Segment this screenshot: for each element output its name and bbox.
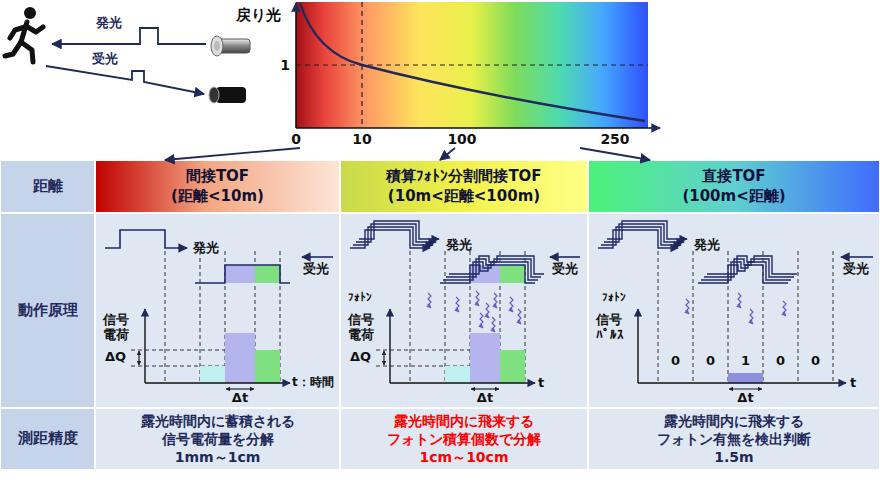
cell-text: 1cm～10cm — [420, 448, 509, 466]
diagram-label: 戻り光 — [236, 6, 281, 24]
diagram-label: ΔQ — [105, 349, 126, 365]
diagram-label: Δt — [477, 390, 493, 406]
photon-squiggle — [476, 291, 479, 306]
return-light-chart: 戻り光1010100250 — [232, 0, 660, 148]
photon-squiggle — [510, 297, 513, 312]
cell-text: 直接TOF — [702, 167, 765, 187]
diagram-label: 0 — [291, 131, 301, 148]
diagram-label: 発光 — [694, 237, 720, 253]
runner-figure — [5, 7, 43, 62]
diagram-label: t：時間 — [292, 375, 334, 389]
column-header: 積算ﾌｫﾄﾝ分割間接TOF(10m<距離<100m) — [340, 160, 588, 213]
principle-cell: 発光受光 ﾌｫﾄﾝ 信号 電荷 ΔQ Δt t — [340, 213, 588, 408]
column-header: 直接TOF(100m<距離) — [588, 160, 880, 213]
precision-cell: 露光時間内に飛来するフォトン積算個数で分解1cm～10cm — [340, 408, 588, 470]
diagram-label: t — [850, 375, 856, 391]
diagram-label: 0 — [671, 353, 680, 369]
cell-text: 露光時間内に蓄積される — [141, 412, 295, 430]
camera-icon — [209, 87, 246, 103]
cell-text: 動作原理 — [18, 301, 78, 321]
range-arrow — [440, 148, 455, 160]
reception-pulse — [698, 265, 788, 283]
diagram-label: ΔQ — [350, 349, 371, 365]
diagram-label: 受光 — [843, 261, 869, 277]
diagram-label: 受光 — [303, 261, 329, 277]
ray-label: 受光 — [92, 50, 118, 68]
diagram-label: 発光 — [446, 237, 472, 253]
diagram-label: t — [538, 375, 544, 391]
row-header: 測距精度 — [0, 408, 95, 470]
cell-text: フォトン有無を検出判断 — [657, 430, 811, 448]
photon-squiggle — [738, 293, 741, 308]
range-arrow — [580, 148, 650, 160]
diagram-label: 250 — [600, 131, 629, 148]
row-header: 動作原理 — [0, 213, 95, 408]
cell-text: 間接TOF — [186, 167, 249, 187]
diagram-label: 0 — [811, 353, 820, 369]
photon-squiggle — [783, 301, 786, 316]
diagram-label: 発光 — [193, 240, 219, 256]
diagram-label: ﾌｫﾄﾝ — [602, 291, 626, 304]
diagram-label: 信号 電荷 — [103, 313, 133, 343]
photon-count-waveform — [350, 221, 580, 389]
ray-label: 発光 — [96, 14, 122, 32]
column-header: 間接TOF(距離<10m) — [95, 160, 340, 213]
cell-text: 1.5m — [714, 448, 753, 466]
return-light-chart — [296, 2, 660, 128]
diagram-label: Δt — [737, 390, 753, 406]
principle-cell: 発光受光信号 電荷 ΔQ Δt t：時間 — [95, 213, 340, 408]
diagram-label: 受光 — [552, 261, 578, 277]
diagram-label: ﾌｫﾄﾝ — [348, 291, 372, 304]
photon-squiggle — [480, 313, 483, 328]
cell-text: 露光時間内に飛来する — [394, 412, 534, 430]
photon-squiggle — [492, 317, 495, 332]
diagram-label: 信号 ﾊﾟﾙｽ — [596, 313, 626, 343]
diagram-label: 1 — [280, 57, 290, 74]
photon-squiggle — [428, 293, 431, 308]
photon-squiggle — [518, 309, 521, 324]
cell-text: (距離<10m) — [171, 187, 264, 207]
principle-cell: 発光受光 ﾌｫﾄﾝ 信号 ﾊﾟﾙｽ 0 0 1 0 0Δt t — [588, 213, 880, 408]
direct-tof-waveform — [598, 221, 873, 389]
diagram-label: 10 — [352, 131, 371, 148]
photon-squiggle — [686, 299, 689, 314]
reception-pulse — [440, 265, 535, 283]
comparison-table — [0, 160, 880, 470]
diagram-label: 信号 電荷 — [348, 313, 378, 343]
row-header: 距離 — [0, 160, 95, 213]
cell-text: フォトン積算個数で分解 — [387, 430, 541, 448]
photon-squiggle — [750, 309, 753, 324]
cell-text: 信号電荷量を分解 — [162, 430, 274, 448]
emission-ray — [52, 28, 206, 44]
precision-cell: 露光時間内に蓄積される信号電荷量を分解1mm～1cm — [95, 408, 340, 470]
diagram-label: Δt — [232, 390, 248, 406]
cell-text: 1mm～1cm — [175, 448, 261, 466]
flashlight-icon — [211, 36, 250, 56]
diagram-label: 0 — [706, 353, 715, 369]
cell-text: 測距精度 — [18, 429, 78, 449]
cell-text: (10m<距離<100m) — [388, 187, 540, 207]
cell-text: 積算ﾌｫﾄﾝ分割間接TOF — [386, 167, 541, 187]
photon-squiggle — [486, 303, 489, 318]
photon-squiggle — [494, 293, 497, 308]
cell-text: 距離 — [33, 177, 63, 197]
reception-ray — [46, 66, 204, 94]
diagram-label: 0 — [776, 353, 785, 369]
cell-text: (100m<距離) — [682, 187, 785, 207]
emission-pulse — [350, 230, 430, 248]
diagram-label: 100 — [447, 131, 476, 148]
range-arrow — [165, 148, 300, 160]
cell-text: 露光時間内に飛来する — [664, 412, 804, 430]
precision-cell: 露光時間内に飛来するフォトン有無を検出判断1.5m — [588, 408, 880, 470]
indirect-tof-waveform — [105, 230, 333, 389]
diagram-label: 1 — [741, 353, 750, 369]
emission-pulse — [598, 230, 678, 248]
photon-squiggle — [456, 297, 459, 312]
